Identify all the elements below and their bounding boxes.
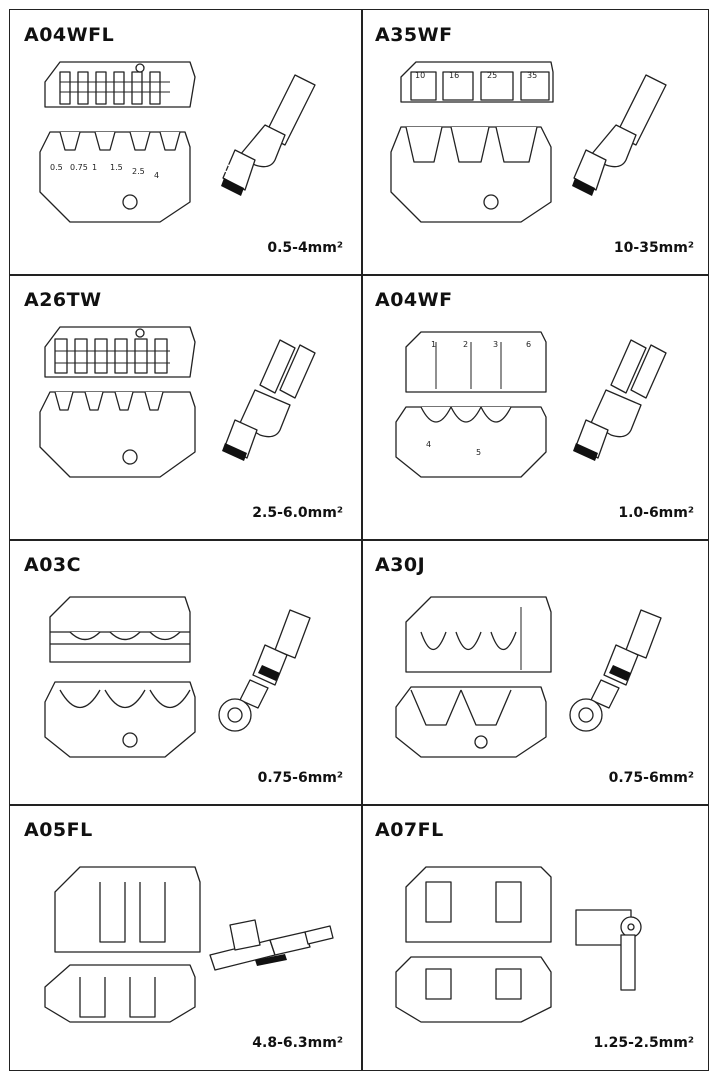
die-size-label: 3 [493, 340, 498, 349]
die-code: A30J [375, 554, 426, 576]
die-size-label: 16 [449, 71, 459, 80]
cross-section-range: 0.75-6mm² [608, 770, 694, 786]
die-catalog-sheet: A04WFL 0.5 0.75 1 1.5 2.5 4 [9, 9, 709, 1071]
crimp-die-icon [395, 866, 552, 1023]
die-size-label: 4 [426, 440, 431, 449]
cross-section-range: 2.5-6.0mm² [252, 505, 343, 521]
twin-ferrule-icon [222, 339, 316, 461]
die-code: A04WF [375, 289, 453, 311]
crimp-die-icon [44, 866, 201, 1023]
row-divider [10, 274, 708, 276]
ferrule-terminal-icon [221, 74, 316, 196]
cross-section-range: 0.75-6mm² [257, 770, 343, 786]
die-size-label: 1.5 [110, 163, 123, 172]
crimp-die-icon [39, 326, 196, 478]
crimp-die-icon [44, 596, 196, 758]
die-code: A07FL [375, 819, 444, 841]
die-size-label: 4 [154, 171, 159, 180]
die-cell-a35wf: A35WF 10 16 25 35 10-35mm² [361, 10, 710, 272]
die-cell-a04wfl: A04WFL 0.5 0.75 1 1.5 2.5 4 [10, 10, 359, 272]
die-size-label: 2 [463, 340, 468, 349]
row-divider [10, 539, 708, 541]
crimp-die-icon: 0.5 0.75 1 1.5 2.5 4 [39, 61, 196, 223]
die-cell-a05fl: A05FL 4.8-6.3mm² [10, 805, 359, 1067]
die-size-label: 0.75 [70, 163, 88, 172]
die-code: A35WF [375, 24, 453, 46]
die-cell-a26tw: A26TW 2.5-6.0mm² [10, 275, 359, 537]
cross-section-range: 0.5-4mm² [267, 240, 343, 256]
die-code: A03C [24, 554, 82, 576]
die-size-label: 1 [431, 340, 436, 349]
row-divider [10, 804, 708, 806]
cross-section-range: 1.0-6mm² [618, 505, 694, 521]
die-code: A05FL [24, 819, 93, 841]
cross-section-range: 4.8-6.3mm² [252, 1035, 343, 1051]
cross-section-range: 10-35mm² [613, 240, 694, 256]
ferrule-terminal-icon [572, 74, 667, 196]
die-size-label: 25 [487, 71, 497, 80]
die-code: A26TW [24, 289, 102, 311]
die-cell-a30j: A30J 0.75-6mm² [361, 540, 710, 802]
die-size-label: 10 [415, 71, 425, 80]
cross-section-range: 1.25-2.5mm² [593, 1035, 694, 1051]
die-size-label: 2.5 [132, 167, 145, 176]
spade-terminal-icon [575, 909, 642, 991]
flag-terminal-icon [209, 919, 334, 971]
die-code: A04WFL [24, 24, 115, 46]
die-size-label: 1 [92, 163, 97, 172]
die-size-label: 5 [476, 448, 481, 457]
ring-terminal-icon [218, 609, 311, 732]
die-size-label: 0.5 [50, 163, 63, 172]
crimp-die-icon [395, 596, 552, 758]
twin-ferrule-icon [573, 339, 667, 461]
crimp-die-icon: 1 2 3 6 5 4 [395, 331, 547, 478]
die-size-label: 6 [526, 340, 531, 349]
die-cell-a07fl: A07FL 1.25-2.5mm² [361, 805, 710, 1067]
die-size-label: 35 [527, 71, 537, 80]
die-cell-a03c: A03C 0.75-6mm² [10, 540, 359, 802]
die-cell-a04wf: A04WF 1 2 3 6 5 4 1.0-6mm² [361, 275, 710, 537]
crimp-die-icon: 10 16 25 35 [390, 61, 554, 223]
ring-terminal-icon [569, 609, 662, 732]
